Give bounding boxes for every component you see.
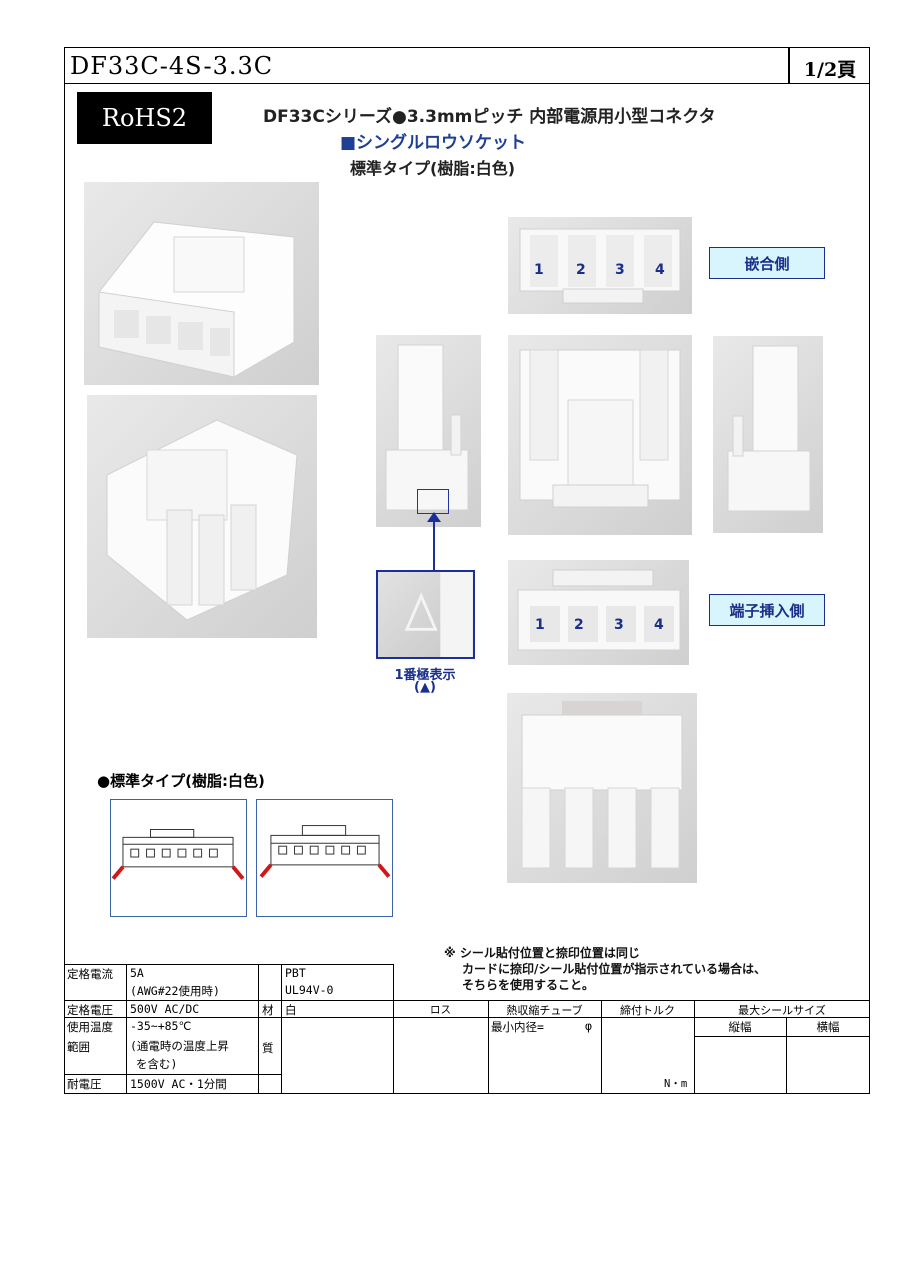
- pin1-mark: (▲): [414, 680, 436, 695]
- torque-unit: N・m: [664, 1078, 688, 1090]
- mating-side-label: 嵌合側: [709, 247, 825, 279]
- rated-current-note: (AWG#22使用時): [130, 984, 220, 998]
- drawing-side: [256, 799, 393, 917]
- temp-value-3: を含む): [136, 1057, 178, 1071]
- note-line-2: カードに捺印/シール貼付位置が指示されている場合は、: [462, 962, 767, 976]
- photo-right-side: [713, 336, 823, 533]
- material-1: PBT: [285, 966, 306, 980]
- rule: [258, 964, 259, 1094]
- mating-pin-3: 3: [615, 262, 625, 278]
- note-line-1: ※ シール貼付位置と捺印位置は同じ: [444, 946, 640, 960]
- min-inner-label: 最小内径=: [491, 1020, 544, 1034]
- product-title: ■シングルロウソケット: [340, 133, 527, 153]
- temp-label-1: 使用温度: [67, 1020, 113, 1034]
- insert-pin-4: 4: [654, 617, 664, 633]
- material-label-1: 材: [262, 1003, 274, 1017]
- rule: [694, 1000, 695, 1094]
- variant-title: 標準タイプ(樹脂:白色): [350, 159, 516, 178]
- rohs-badge: RoHS2: [77, 92, 212, 144]
- callout-arrow-icon: [427, 512, 441, 522]
- mating-pin-2: 2: [576, 262, 586, 278]
- rule: [64, 1074, 282, 1075]
- photo-top-view: [508, 335, 692, 535]
- temp-value-2: (通電時の温度上昇: [130, 1039, 229, 1053]
- callout-line: [433, 514, 435, 570]
- lot-header: ロス: [430, 1004, 451, 1016]
- page-number: 1/2頁: [803, 59, 857, 81]
- title-row: [64, 47, 870, 84]
- rule: [786, 1017, 787, 1094]
- rated-voltage-value: 500V AC/DC: [130, 1002, 200, 1016]
- terminal-insert-label: 端子挿入側: [709, 594, 825, 626]
- rule: [393, 964, 394, 1094]
- rated-current-label: 定格電流: [67, 967, 113, 981]
- mating-pin-4: 4: [655, 262, 665, 278]
- photo-mating-side: [508, 217, 692, 314]
- temp-value-1: -35~+85℃: [130, 1019, 192, 1033]
- photo-bottom-view: [507, 693, 697, 883]
- mating-pin-1: 1: [534, 262, 544, 278]
- note-line-3: そちらを使用すること。: [462, 978, 595, 992]
- insert-pin-1: 1: [535, 617, 545, 633]
- rule: [694, 1036, 870, 1037]
- rated-voltage-label: 定格電圧: [67, 1003, 113, 1017]
- rule: [488, 1000, 489, 1094]
- photo-connector-back-iso: [87, 395, 317, 638]
- series-title: DF33Cシリーズ●3.3mmピッチ 内部電源用小型コネクタ: [263, 107, 716, 127]
- pin1-marker-frame: [417, 489, 449, 514]
- withstand-value: 1500V AC・1分間: [130, 1077, 227, 1091]
- tube-header: 熱収縮チューブ: [506, 1004, 583, 1017]
- seal-height-label: 縦幅: [728, 1020, 752, 1034]
- page-separator: [788, 47, 790, 84]
- seal-width-label: 横幅: [816, 1020, 840, 1034]
- drawing-section-label: ●標準タイプ(樹脂:白色): [97, 772, 265, 790]
- seal-header: 最大シールサイズ: [738, 1004, 826, 1017]
- rule: [64, 1017, 870, 1018]
- rated-current-value: 5A: [130, 966, 144, 980]
- part-number: DF33C-4S-3.3C: [70, 52, 274, 80]
- photo-terminal-insert-side: [508, 560, 689, 665]
- rule: [64, 1000, 870, 1001]
- photo-left-side: [376, 335, 481, 527]
- rule: [126, 964, 127, 1094]
- rule: [281, 964, 282, 1094]
- material-label-2: 質: [262, 1041, 274, 1055]
- insert-pin-2: 2: [574, 617, 584, 633]
- rule: [601, 1000, 602, 1094]
- drawing-front: [110, 799, 247, 917]
- phi-symbol: φ: [585, 1019, 592, 1033]
- torque-header: 締付トルク: [620, 1004, 675, 1017]
- withstand-label: 耐電圧: [67, 1077, 102, 1091]
- pin1-label: 1番極表示: [394, 668, 456, 683]
- rule: [64, 964, 394, 965]
- pin1-marker-zoom: [376, 570, 475, 659]
- temp-label-2: 範囲: [67, 1040, 90, 1054]
- insert-pin-3: 3: [614, 617, 624, 633]
- sheet-border: [64, 47, 870, 1094]
- photo-connector-front-iso: [84, 182, 319, 385]
- material-3: 白: [285, 1003, 297, 1017]
- material-2: UL94V-0: [285, 983, 334, 997]
